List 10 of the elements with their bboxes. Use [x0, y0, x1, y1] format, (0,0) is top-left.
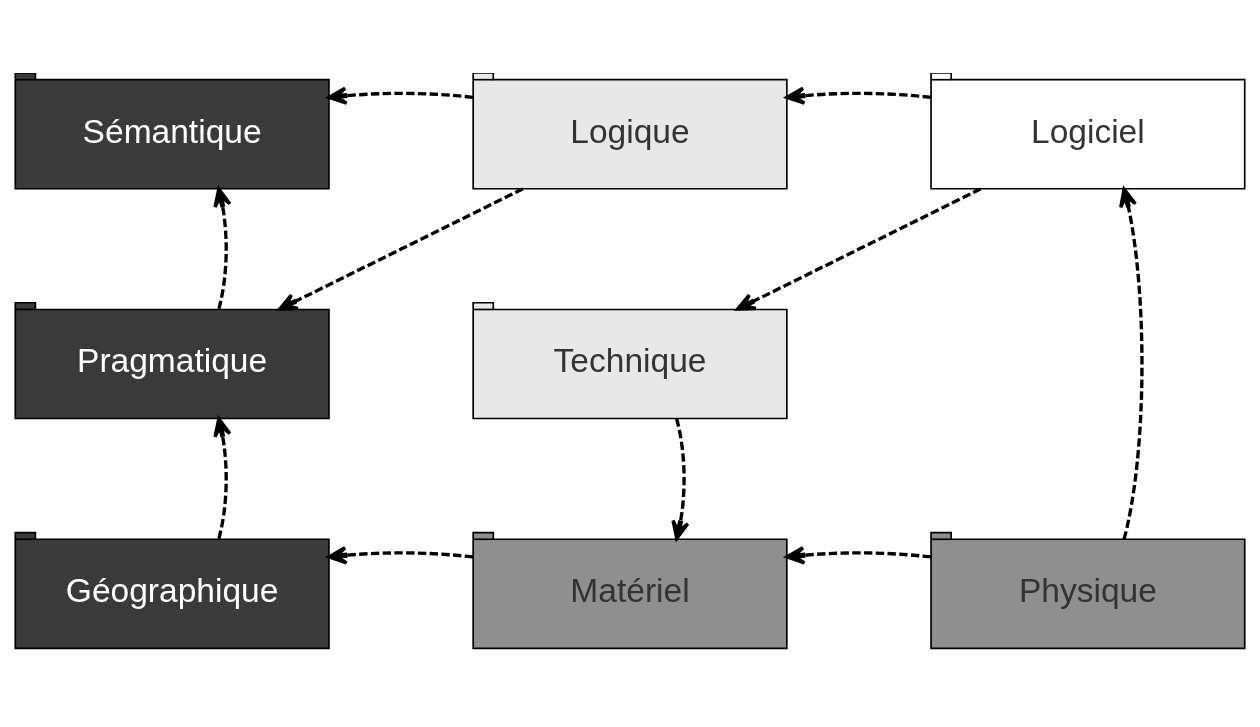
- arrow: [213, 186, 232, 309]
- arrow: [277, 186, 524, 311]
- arrow: [1119, 186, 1144, 540]
- arrow: [327, 545, 474, 564]
- arrow: [327, 86, 474, 105]
- arrow: [785, 86, 932, 105]
- arrow: [213, 416, 232, 539]
- arrow: [671, 417, 690, 540]
- arrow: [785, 545, 932, 564]
- arrow: [735, 186, 982, 311]
